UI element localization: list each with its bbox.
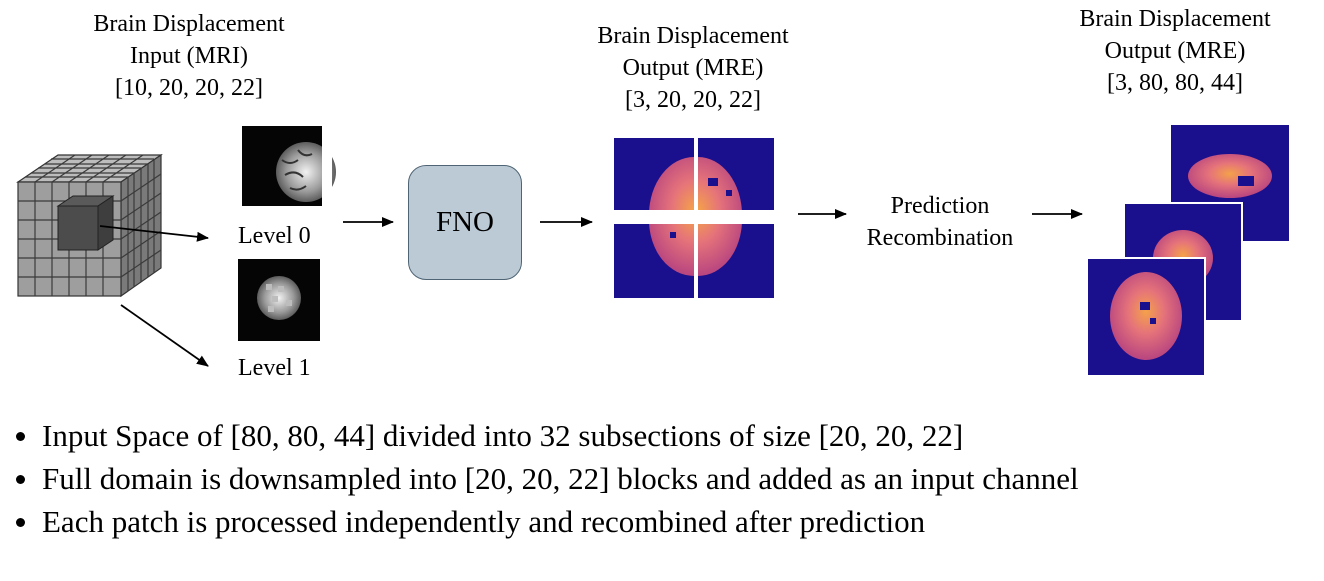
- input-cube: [16, 153, 163, 298]
- fno-block: FNO: [408, 165, 522, 280]
- arrow-to-level0: [99, 225, 209, 242]
- bullet-item: Input Space of [80, 80, 44] divided into…: [16, 414, 1079, 457]
- level-0-mri-image: [242, 120, 336, 212]
- mre-full-output-stack: [1086, 123, 1291, 377]
- mre-output-patches: [614, 138, 774, 298]
- arrow-to-level1: [120, 304, 209, 367]
- level-0-label: Level 0: [238, 223, 311, 249]
- level-1-mri-image: [238, 259, 320, 341]
- bullet-item: Each patch is processed independently an…: [16, 500, 1079, 543]
- mre-slice-front: [1086, 257, 1206, 377]
- output-patches-title: Brain Displacement Output (MRE) [3, 20, …: [597, 23, 789, 113]
- recombination-label: Prediction Recombination: [866, 193, 1014, 251]
- bullet-item: Full domain is downsampled into [20, 20,…: [16, 457, 1079, 500]
- level-1-label: Level 1: [238, 355, 311, 381]
- input-title: Brain Displacement Input (MRI) [10, 20, …: [93, 11, 285, 101]
- sub-block-front: [57, 205, 99, 251]
- sub-block-side: [97, 195, 114, 251]
- fno-label: FNO: [435, 206, 494, 238]
- bullet-list: Input Space of [80, 80, 44] divided into…: [16, 414, 1079, 543]
- output-full-title: Brain Displacement Output (MRE) [3, 80, …: [1079, 6, 1271, 96]
